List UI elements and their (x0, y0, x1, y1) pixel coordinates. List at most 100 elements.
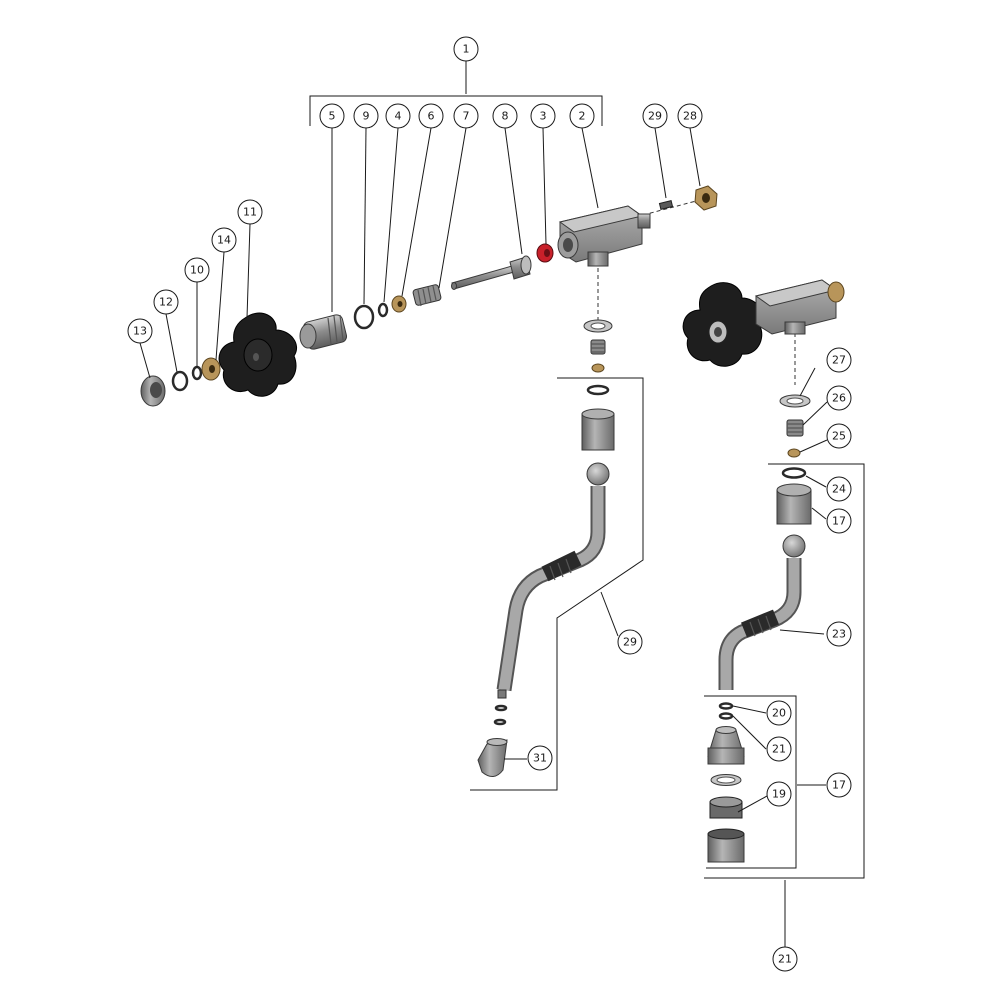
callout-number: 14 (217, 234, 231, 247)
callout-circle (453, 103, 479, 129)
callout-circle (826, 508, 852, 534)
washer-part-27 (779, 394, 811, 408)
callout-circle (127, 318, 153, 344)
washer-nozzle (710, 774, 742, 786)
callout-circle (353, 103, 379, 129)
callout-c4: 4 (385, 103, 411, 129)
steam-wand-mid (496, 486, 606, 699)
callout-number: 13 (133, 325, 147, 338)
callout-circle (772, 946, 798, 972)
callout-number: 26 (832, 392, 846, 405)
callout-number: 21 (778, 953, 792, 966)
callout-c29b: 29 (617, 629, 643, 655)
callout-number: 2 (579, 110, 586, 123)
nozzle-sleeve (707, 828, 745, 863)
callout-number: 20 (772, 707, 786, 720)
callout-number: 10 (190, 264, 204, 277)
callout-circle (184, 257, 210, 283)
callout-c13: 13 (127, 318, 153, 344)
callout-c21a: 21 (766, 736, 792, 762)
callout-circle (826, 347, 852, 373)
leader-lines (139, 61, 828, 947)
callout-number: 23 (832, 628, 846, 641)
callout-circle (677, 103, 703, 129)
callout-c10: 10 (184, 257, 210, 283)
clip-part-10 (191, 365, 203, 381)
callout-number: 17 (832, 515, 846, 528)
callout-c17b: 17 (826, 772, 852, 798)
callout-circle (766, 700, 792, 726)
callout-circle (766, 781, 792, 807)
callout-number: 25 (832, 430, 846, 443)
callout-number: 4 (395, 110, 402, 123)
spring-part-26 (786, 419, 804, 437)
callout-circle (319, 103, 345, 129)
callout-number: 27 (832, 354, 846, 367)
callout-number: 7 (463, 110, 470, 123)
callout-circle (617, 629, 643, 655)
callout-c27: 27 (826, 347, 852, 373)
callout-c19: 19 (766, 781, 792, 807)
nozzle-ring-part-19 (709, 796, 743, 819)
axis-valve-horizontal (642, 199, 701, 216)
callout-number: 5 (329, 110, 336, 123)
callout-number: 29 (648, 110, 662, 123)
callout-number: 1 (463, 43, 470, 56)
callout-c31: 31 (527, 745, 553, 771)
valve-body-part-2 (557, 205, 651, 267)
callout-circle (826, 476, 852, 502)
star-knob-right (682, 282, 764, 367)
valve-stem-part-8 (451, 255, 532, 290)
callout-c20: 20 (766, 700, 792, 726)
callout-c12: 12 (153, 289, 179, 315)
seal-part-3 (536, 243, 554, 263)
callout-circle (642, 103, 668, 129)
ball-joint-right (782, 534, 806, 558)
callout-number: 6 (428, 110, 435, 123)
union-nut-mid (581, 408, 615, 451)
callout-c24: 24 (826, 476, 852, 502)
washer-part-27-mid (583, 319, 613, 333)
callout-circle (766, 736, 792, 762)
callout-circle (237, 199, 263, 225)
callout-number: 9 (363, 110, 370, 123)
callout-number: 19 (772, 788, 786, 801)
callout-number: 8 (502, 110, 509, 123)
callout-circle (826, 423, 852, 449)
callout-c11: 11 (237, 199, 263, 225)
brass-nut-part-6 (391, 295, 407, 313)
nozzle-cone (707, 726, 745, 765)
callout-circle (211, 227, 237, 253)
callout-circle (569, 103, 595, 129)
callout-c7: 7 (453, 103, 479, 129)
callout-number: 17 (832, 779, 846, 792)
oring-tip-a (494, 704, 508, 712)
valve-body-right (754, 279, 845, 335)
callout-circle (492, 103, 518, 129)
brass-nut-part-28 (694, 185, 718, 211)
oring-tip-b (493, 718, 507, 726)
union-nut-part-17 (776, 483, 812, 525)
callout-circle (527, 745, 553, 771)
callout-c3: 3 (530, 103, 556, 129)
oring-part-9 (353, 304, 375, 330)
bonnet-part-5 (299, 314, 348, 350)
callout-number: 28 (683, 110, 697, 123)
callout-c29a: 29 (642, 103, 668, 129)
brass-part-25 (787, 448, 801, 458)
nozzle-tip-part-31 (477, 738, 508, 777)
assembly-bracket-17 (704, 695, 797, 869)
washer-part-24 (781, 467, 807, 479)
cap-part-13 (140, 375, 166, 407)
callout-c14: 14 (211, 227, 237, 253)
callout-circle (826, 385, 852, 411)
brass-part-25-mid (591, 363, 605, 373)
callout-number: 29 (623, 636, 637, 649)
callout-c26: 26 (826, 385, 852, 411)
callout-c1: 1 (453, 36, 479, 62)
callout-c17a: 17 (826, 508, 852, 534)
callout-circle (530, 103, 556, 129)
ball-joint-mid (586, 462, 610, 486)
